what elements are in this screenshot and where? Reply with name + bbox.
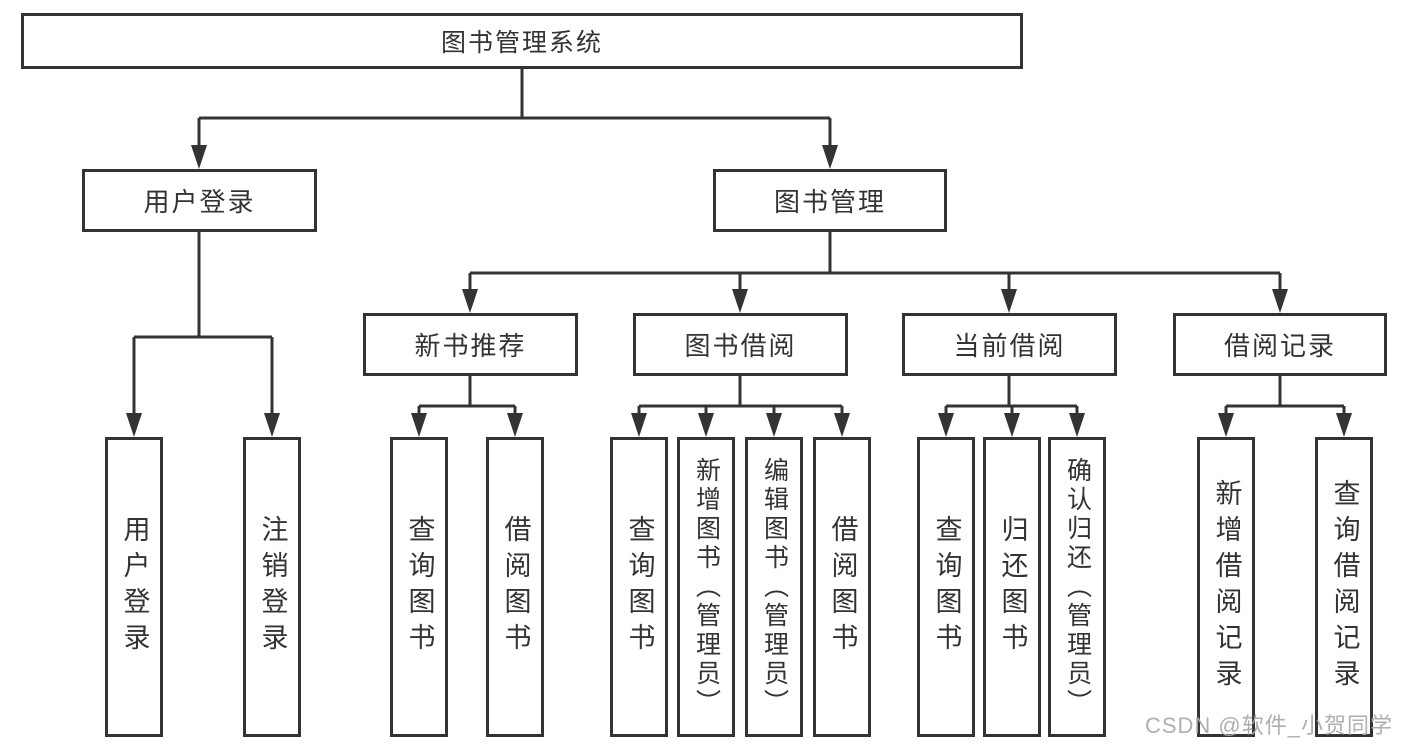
- leaf-edit-books-admin: 编辑图书（管理员）: [745, 437, 803, 737]
- arrowhead-leaf: [264, 413, 280, 437]
- connector-book-management-branch: [468, 232, 1282, 292]
- node-current-borrowing: 当前借阅: [902, 313, 1117, 376]
- connector-book-borrow-branch: [637, 376, 844, 416]
- arrowhead-new-book: [462, 289, 478, 313]
- leaf-add-books-admin: 新增图书（管理员）: [677, 437, 735, 737]
- arrowhead-borrow-record: [1272, 289, 1288, 313]
- node-new-book-recommend: 新书推荐: [363, 313, 578, 376]
- leaf-return-books: 归还图书: [983, 437, 1041, 737]
- arrowhead-user-login: [191, 145, 207, 169]
- connector-new-book-branch: [417, 376, 517, 416]
- connector-user-login-branch: [132, 232, 274, 416]
- arrowhead-leaf: [938, 413, 954, 437]
- arrowhead-book-borrow: [732, 289, 748, 313]
- connector-root-to-level2: [197, 69, 832, 148]
- node-book-borrowing: 图书借阅: [633, 313, 848, 376]
- node-borrowing-records: 借阅记录: [1173, 313, 1387, 376]
- leaf-user-login: 用户登录: [105, 437, 163, 737]
- arrowhead-leaf: [698, 413, 714, 437]
- node-book-management: 图书管理: [713, 169, 947, 232]
- arrowhead-leaf: [834, 413, 850, 437]
- arrowhead-book-management: [822, 145, 838, 169]
- node-root-library-management-system: 图书管理系统: [21, 13, 1023, 69]
- leaf-logout: 注销登录: [243, 437, 301, 737]
- leaf-borrow-books: 借阅图书: [813, 437, 871, 737]
- arrowhead-leaf: [631, 413, 647, 437]
- arrowhead-leaf: [766, 413, 782, 437]
- arrowhead-current-borrow: [1001, 289, 1017, 313]
- arrowhead-leaf: [126, 413, 142, 437]
- arrowhead-leaf: [411, 413, 427, 437]
- leaf-query-books: 查询图书: [390, 437, 448, 737]
- leaf-query-books: 查询图书: [917, 437, 975, 737]
- leaf-query-books: 查询图书: [610, 437, 668, 737]
- leaf-borrow-books: 借阅图书: [486, 437, 544, 737]
- connector-borrow-record-branch: [1224, 376, 1346, 416]
- arrowhead-leaf: [507, 413, 523, 437]
- arrowhead-leaf: [1218, 413, 1234, 437]
- arrowhead-leaf: [1069, 413, 1085, 437]
- connector-current-borrow-branch: [944, 376, 1079, 416]
- csdn-watermark: CSDN @软件_小贺同学: [1144, 713, 1393, 738]
- leaf-query-borrow-record: 查询借阅记录: [1315, 437, 1373, 737]
- node-user-login: 用户登录: [82, 169, 317, 232]
- leaf-add-borrow-record: 新增借阅记录: [1197, 437, 1255, 737]
- arrowhead-leaf: [1336, 413, 1352, 437]
- arrowhead-leaf: [1004, 413, 1020, 437]
- leaf-confirm-return-admin: 确认归还（管理员）: [1048, 437, 1106, 737]
